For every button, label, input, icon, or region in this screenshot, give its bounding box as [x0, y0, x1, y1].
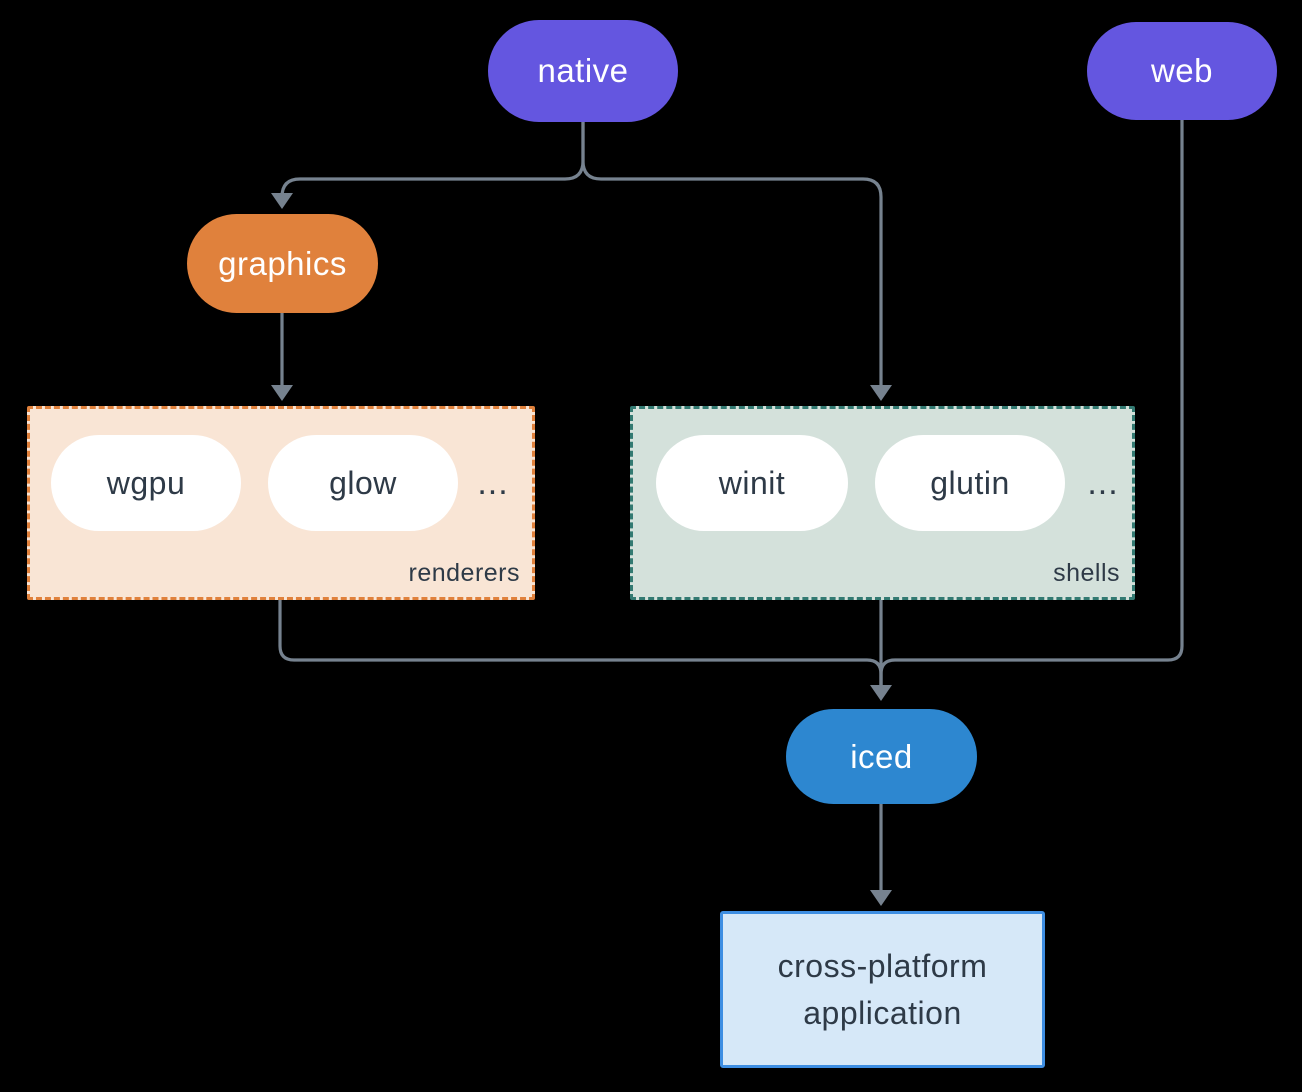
shells-group-label: shells — [1053, 559, 1120, 587]
node-wgpu: wgpu — [51, 435, 241, 531]
node-glutin: glutin — [875, 435, 1065, 531]
node-iced: iced — [786, 709, 977, 804]
renderers-ellipsis: ... — [477, 463, 509, 502]
arrowhead-into-application — [870, 890, 892, 906]
edge-renderers-iced — [278, 600, 883, 686]
application-label-line1: cross-platform — [777, 947, 988, 984]
renderers-group-label: renderers — [408, 559, 520, 587]
node-web-label: web — [1150, 52, 1214, 89]
edge-native-shells — [581, 122, 883, 388]
node-glow-label: glow — [329, 464, 397, 501]
node-graphics-label: graphics — [218, 244, 347, 282]
group-renderers: wgpu glow ... renderers — [27, 406, 535, 600]
node-web: web — [1087, 22, 1277, 120]
arrowhead-into-graphics — [271, 193, 293, 209]
node-graphics: graphics — [187, 214, 378, 313]
arrowhead-into-iced — [870, 685, 892, 701]
node-wgpu-label: wgpu — [106, 464, 186, 501]
node-glow: glow — [268, 435, 458, 531]
node-iced-label: iced — [850, 737, 913, 775]
shells-ellipsis: ... — [1087, 463, 1119, 502]
edge-web-iced — [879, 120, 1184, 686]
edge-native-graphics — [280, 122, 585, 198]
node-native-label: native — [537, 52, 629, 89]
arrowhead-into-shells — [870, 385, 892, 401]
node-native: native — [488, 20, 678, 122]
application-label-line2: application — [803, 994, 962, 1031]
node-winit: winit — [656, 435, 848, 531]
group-shells: winit glutin ... shells — [630, 406, 1135, 600]
node-cross-platform-application: cross-platform application — [720, 911, 1045, 1068]
node-glutin-label: glutin — [930, 464, 1010, 501]
arrowhead-into-renderers — [271, 385, 293, 401]
node-winit-label: winit — [718, 464, 786, 501]
